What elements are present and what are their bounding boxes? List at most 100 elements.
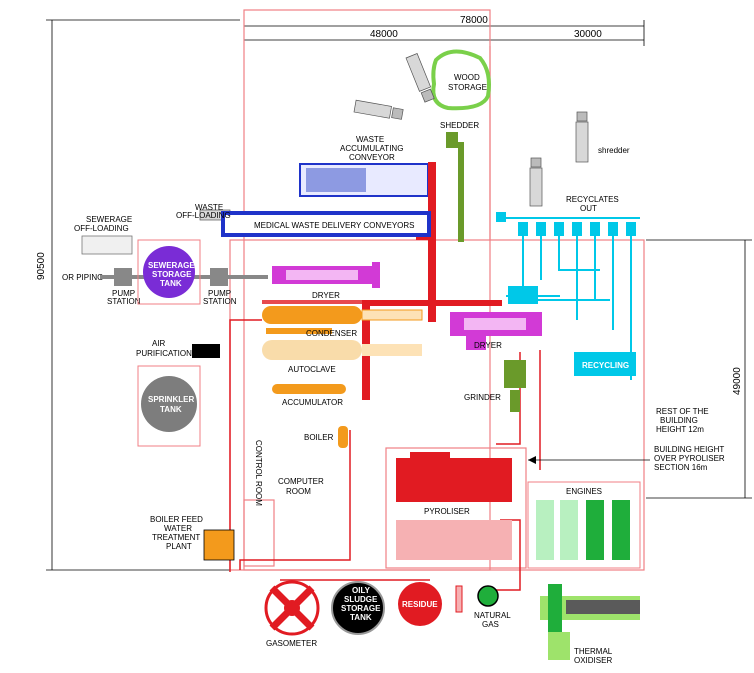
medical-waste-conveyor-label: MEDICAL WASTE DELIVERY CONVEYORS <box>254 221 414 230</box>
wac-label-3: CONVEYOR <box>349 153 395 162</box>
truck-icons <box>199 53 589 221</box>
oily-sludge-label-3: STORAGE <box>341 604 381 613</box>
condenser-vessel <box>262 306 362 324</box>
gasometer-label: GASOMETER <box>266 639 317 648</box>
dim-right-width: 30000 <box>574 29 602 40</box>
gasometer <box>264 580 320 636</box>
natural-gas-supply <box>477 585 499 607</box>
waste-offloading-label-2: OFF-LOADING <box>176 211 231 220</box>
dim-total-height: 90500 <box>36 252 47 280</box>
air-purification-label-2: PURIFICATION <box>136 349 192 358</box>
pyroliser-label: PYROLISER <box>424 507 470 516</box>
boiler-vessel <box>338 426 348 448</box>
medical-waste-conveyor <box>221 211 431 237</box>
pyroliser <box>396 452 512 560</box>
autoclave-vessel <box>262 340 362 360</box>
thermal-oxidiser <box>540 584 640 660</box>
grinder-unit <box>504 360 526 388</box>
oily-sludge-label-4: TANK <box>350 613 372 622</box>
boiler-feed-plant <box>203 529 235 561</box>
oily-sludge-label-1: OILY <box>352 586 371 595</box>
computer-room-label-2: ROOM <box>286 487 311 496</box>
pump-station-right-label-2: STATION <box>203 297 237 306</box>
waste-accumulating-conveyor <box>299 163 429 197</box>
boiler-feed-label-1: BOILER FEED <box>150 515 203 524</box>
recyclates-out-label-1: RECYCLATES <box>566 195 619 204</box>
dryer-right-label: DRYER <box>474 341 502 350</box>
pump-station-left <box>114 268 132 286</box>
pump-station-right-label-1: PUMP <box>208 289 231 298</box>
dim-left-width: 48000 <box>370 29 398 40</box>
condenser-tube <box>266 328 332 334</box>
dryer-top-label: DRYER <box>312 291 340 300</box>
engine-units <box>536 500 630 560</box>
dim-total-width: 78000 <box>460 15 488 26</box>
pyroliser-height-label-3: SECTION 16m <box>654 463 708 472</box>
wood-storage-label-1: WOOD <box>454 73 480 82</box>
boiler-feed-label-4: PLANT <box>166 542 192 551</box>
recycling-unit <box>574 352 636 376</box>
sprinkler-tank-label-2: TANK <box>160 405 182 414</box>
sprinkler-tank-label-1: SPRINKLER <box>148 395 194 404</box>
dryer-top <box>272 262 380 288</box>
waste-offloading-label-1: WASTE <box>195 203 223 212</box>
pointer-arrowhead <box>528 456 536 464</box>
recyclates-out-bins <box>496 212 636 236</box>
oily-sludge-tank <box>331 581 385 635</box>
pump-station-left-label-1: PUMP <box>112 289 135 298</box>
grinder-label: GRINDER <box>464 393 501 402</box>
or-piping-label: OR PIPING <box>62 273 103 282</box>
air-purification-unit <box>192 344 220 358</box>
pump-station-left-label-2: STATION <box>107 297 141 306</box>
control-room-label: CONTROL ROOM <box>254 440 263 506</box>
shedder-conveyor <box>458 142 464 242</box>
boiler-feed-label-3: TREATMENT <box>152 533 200 542</box>
oily-sludge-label-2: SLUDGE <box>344 595 378 604</box>
sprinkler-tank <box>141 376 197 432</box>
rest-building-label-1: REST OF THE <box>656 407 709 416</box>
wood-storage-area <box>431 49 491 111</box>
recycling-hopper <box>508 286 538 304</box>
sewerage-tank-label-3: TANK <box>160 279 182 288</box>
residue-label: RESIDUE <box>402 600 438 609</box>
sewerage-tank-label-1: SEWERAGE <box>148 261 195 270</box>
boiler-feed-label-2: WATER <box>164 524 192 533</box>
pyroliser-height-label-1: BUILDING HEIGHT <box>654 445 724 454</box>
wac-label-2: ACCUMULATING <box>340 144 403 153</box>
dryer-right <box>450 312 542 350</box>
grinder-chute <box>510 390 520 412</box>
shedder-unit <box>446 132 458 148</box>
sprinkler-tank-enclosure <box>137 365 201 447</box>
condenser-extension <box>361 309 423 321</box>
condenser-label: CONDENSER <box>306 329 357 338</box>
recyclates-out-label-2: OUT <box>580 204 597 213</box>
sewerage-tank-label-2: STORAGE <box>152 270 192 279</box>
rest-building-label-2: BUILDING <box>660 416 698 425</box>
thermal-oxidiser-label-2: OXIDISER <box>574 656 612 665</box>
shredder-label: shredder <box>598 146 630 155</box>
shedder-label: SHEDDER <box>440 121 479 130</box>
air-purification-label-1: AIR <box>152 339 166 348</box>
dim-plant-height: 49000 <box>732 367 743 395</box>
pyroliser-height-label-2: OVER PYROLISER <box>654 454 725 463</box>
sewerage-offloading-label-2: OFF-LOADING <box>74 224 129 233</box>
recycling-label: RECYCLING <box>582 361 629 370</box>
engines-label: ENGINES <box>566 487 602 496</box>
autoclave-label: AUTOCLAVE <box>288 365 336 374</box>
engines-room <box>527 481 641 569</box>
offloading-truck <box>81 235 133 255</box>
thermal-oxidiser-label-1: THERMAL <box>574 647 613 656</box>
wood-storage-label-2: STORAGE <box>448 83 487 92</box>
sewerage-offloading-label-1: SEWERAGE <box>86 215 132 224</box>
natural-gas-label-1: NATURAL <box>474 611 511 620</box>
sewerage-storage-tank <box>143 246 195 298</box>
pump-station-right <box>210 268 228 286</box>
rest-building-label-3: HEIGHT 12m <box>656 425 704 434</box>
computer-room-label-1: COMPUTER <box>278 477 324 486</box>
accumulator-label: ACCUMULATOR <box>282 398 343 407</box>
boiler-label: BOILER <box>304 433 334 442</box>
dimension-lines <box>46 19 752 571</box>
sewerage-tank-enclosure <box>137 239 201 305</box>
